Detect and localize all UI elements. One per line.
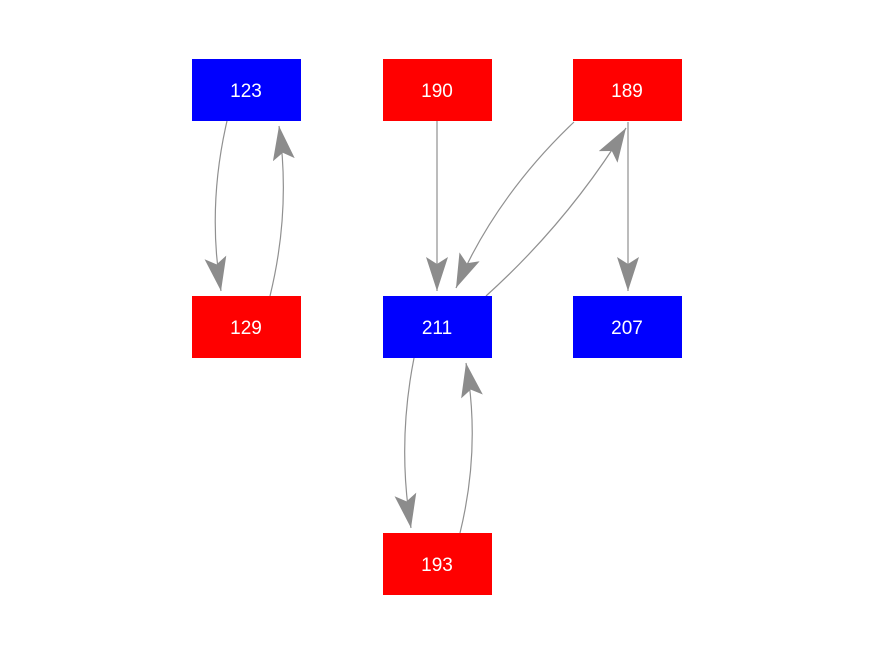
edge-211-to-193 — [394, 357, 417, 529]
node-label-211: 211 — [422, 318, 452, 339]
node-box-207 — [573, 296, 682, 358]
edge-189-to-211 — [455, 121, 575, 289]
node-label-129: 129 — [230, 318, 262, 339]
edge-layer — [204, 120, 639, 534]
edge-123-to-129 — [204, 120, 228, 292]
node-label-207: 207 — [611, 318, 643, 339]
graph-node-190: 190 — [383, 59, 492, 121]
node-label-123: 123 — [230, 81, 262, 102]
graph-node-123: 123 — [192, 59, 301, 121]
node-label-193: 193 — [421, 555, 453, 576]
node-box-129 — [192, 296, 301, 358]
graph-node-207: 207 — [573, 296, 682, 358]
node-label-189: 189 — [611, 81, 643, 102]
node-box-190 — [383, 59, 492, 121]
graph-node-193: 193 — [383, 533, 492, 595]
graph-node-129: 129 — [192, 296, 301, 358]
edge-211-to-189 — [485, 127, 627, 297]
node-label-190: 190 — [421, 81, 453, 102]
node-box-193 — [383, 533, 492, 595]
edge-193-to-211 — [459, 362, 483, 534]
node-box-211 — [383, 296, 492, 358]
node-box-189 — [573, 59, 682, 121]
node-layer: 123 190 189 129 211 207 — [192, 59, 682, 595]
graph-node-211: 211 — [383, 296, 492, 358]
graph-node-189: 189 — [573, 59, 682, 121]
edge-129-to-123 — [269, 125, 295, 297]
node-box-123 — [192, 59, 301, 121]
